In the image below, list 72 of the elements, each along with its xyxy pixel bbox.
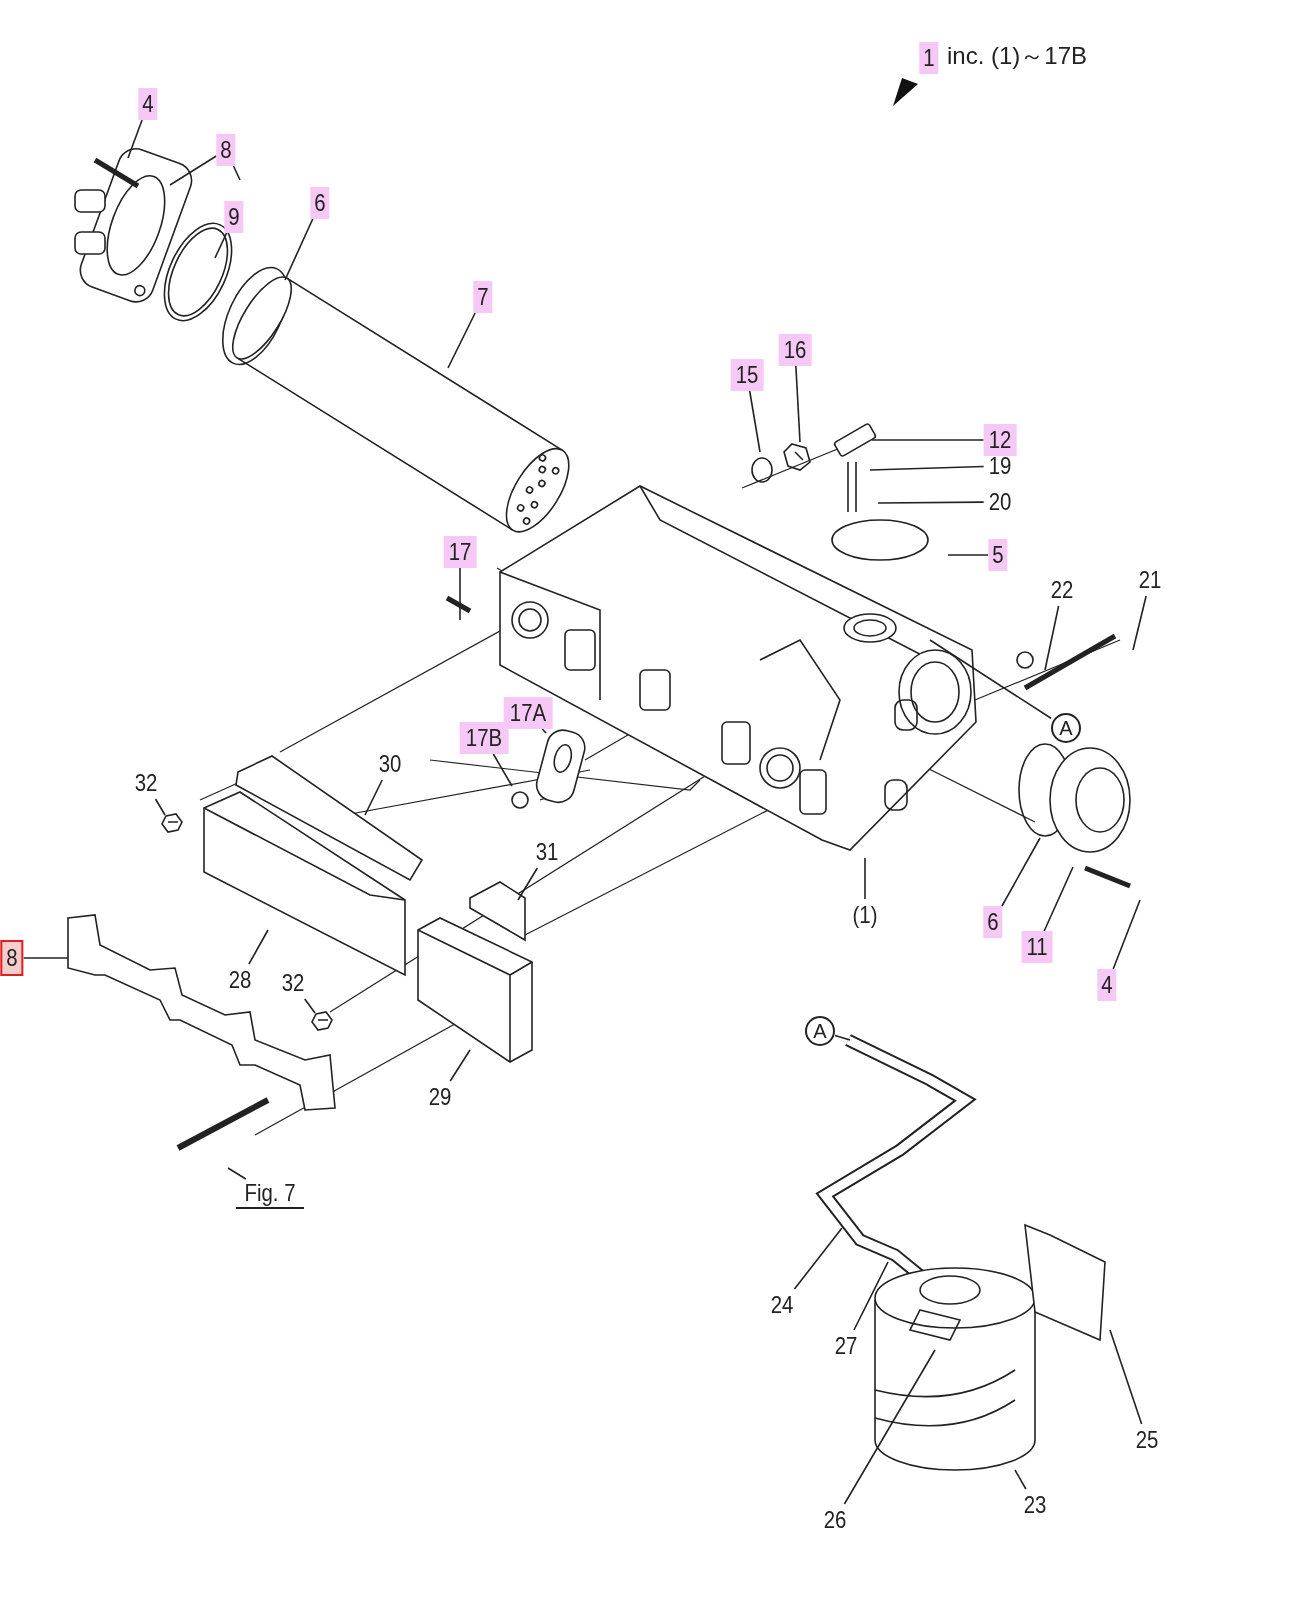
callout-number: 9 [224, 201, 244, 233]
leader-line [864, 857, 866, 900]
callout-number: 21 [1133, 564, 1167, 596]
leader-line [748, 390, 761, 453]
leader-line [169, 155, 218, 186]
leader-line [214, 232, 228, 259]
callout-number: 17A [503, 697, 553, 729]
leader-line [853, 1261, 889, 1331]
callout-number: 17B [459, 722, 509, 754]
leader-line [1112, 899, 1141, 970]
callout-number: 15 [730, 359, 764, 391]
figure-reference: Fig. 7 [236, 1179, 304, 1209]
leader-line [449, 1049, 471, 1082]
leader-line [248, 929, 269, 965]
callout-number: 32 [276, 967, 310, 999]
callout-number: 29 [423, 1081, 457, 1113]
callout-number: 7 [473, 281, 493, 313]
callout-number: 8 [0, 940, 24, 976]
callout-number: 16 [778, 334, 812, 366]
callout-number: 4 [138, 88, 158, 120]
leader-line [793, 1227, 843, 1290]
callout-number: 11 [1021, 931, 1053, 963]
leader-line [1014, 1469, 1027, 1490]
leader-line [284, 218, 314, 281]
leader-line [1043, 866, 1074, 932]
leader-line [459, 567, 461, 621]
leader-line [364, 779, 383, 816]
leader-line [843, 1349, 936, 1505]
circled-reference-mark: A [1051, 713, 1081, 743]
leader-line [492, 753, 513, 787]
leader-line [22, 957, 69, 959]
callout-number: 23 [1018, 1489, 1052, 1521]
leader-line [1109, 1329, 1143, 1425]
leader-line [869, 465, 985, 471]
leader-line [929, 639, 1052, 720]
callout-number: 27 [829, 1330, 863, 1362]
callout-number: 1 [919, 42, 939, 74]
leader-line [1044, 605, 1060, 671]
callout-number: 4 [1097, 969, 1117, 1001]
callout-number: 28 [223, 964, 257, 996]
leader-line [303, 998, 316, 1014]
leader-line [834, 1034, 851, 1041]
leader-line [154, 798, 166, 816]
callout-number: 17 [443, 536, 477, 568]
callout-number: 26 [818, 1504, 852, 1536]
callout-number: 12 [983, 424, 1017, 456]
circled-reference-mark: A [805, 1016, 835, 1046]
leader-line [947, 554, 990, 556]
callout-number: 22 [1045, 574, 1079, 606]
callout-number: 5 [988, 539, 1008, 571]
callout-number: 8 [216, 134, 236, 166]
leader-line [1001, 837, 1041, 907]
callout-number: 20 [983, 486, 1017, 518]
callout-number: (1) [847, 899, 883, 931]
assembly-note: inc. (1)～17B [946, 41, 1089, 71]
leader-line [871, 439, 985, 441]
leader-line [877, 501, 985, 504]
leader-line [517, 867, 539, 901]
callout-number: 25 [1130, 1424, 1164, 1456]
callout-number: 30 [373, 748, 407, 780]
leader-line [447, 312, 476, 369]
leader-line [227, 1167, 247, 1180]
callout-number: 6 [983, 906, 1003, 938]
callout-number: 32 [129, 767, 163, 799]
callout-number: 24 [765, 1289, 799, 1321]
leader-line [127, 119, 143, 159]
leader-line [1132, 595, 1147, 651]
callout-number: 6 [310, 187, 330, 219]
callout-number: 31 [530, 836, 564, 868]
leader-line [541, 728, 547, 734]
leader-line [232, 165, 241, 181]
leader-line [795, 365, 801, 443]
